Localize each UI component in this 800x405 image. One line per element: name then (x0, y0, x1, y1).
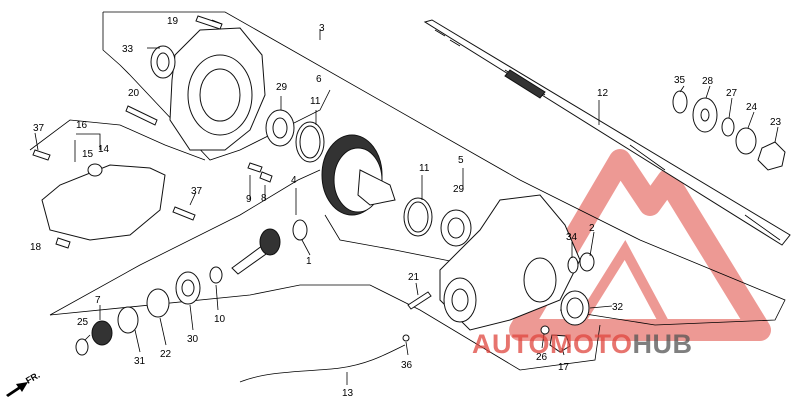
nut-17 (549, 334, 571, 353)
frame-lower-left (49, 169, 321, 316)
callout-10: 10 (214, 314, 226, 325)
front-direction-arrow-icon: FR. (6, 370, 42, 397)
callout-18: 18 (30, 242, 42, 253)
callout-12: 12 (597, 88, 609, 99)
bolt-19 (195, 15, 223, 30)
drive-shaft (423, 19, 791, 246)
direction-label: FR. (24, 370, 42, 386)
bolt-20 (125, 105, 158, 126)
watermark-part3: HUB (633, 329, 693, 359)
bolt-18 (55, 237, 71, 249)
callout-14: 14 (98, 144, 110, 155)
frame-assembly-3 (103, 11, 786, 326)
callout-6: 6 (316, 74, 322, 85)
callout-32: 32 (612, 302, 624, 313)
callout-25: 25 (77, 317, 89, 328)
callout-5: 5 (458, 155, 464, 166)
callout-23: 23 (770, 117, 782, 128)
svg-text:AUTOMOTOHUB: AUTOMOTOHUB (472, 329, 693, 359)
washer-9 (247, 162, 263, 173)
bolt-37-right (172, 206, 196, 221)
callout-13: 13 (342, 388, 354, 399)
stud-21 (407, 291, 432, 310)
callout-19: 19 (167, 16, 179, 27)
callout-30: 30 (187, 334, 199, 345)
callout-7: 7 (95, 295, 101, 306)
clip-36 (402, 334, 410, 342)
callout-24: 24 (746, 102, 758, 113)
bearing-lower (403, 197, 472, 247)
washer-26 (540, 325, 550, 335)
skid-guard (41, 163, 166, 241)
pinion-assembly (75, 219, 308, 356)
washers-and-nut (672, 90, 786, 171)
bearing-upper (265, 109, 325, 163)
watermark-part1: AUTO (472, 329, 550, 359)
callout-11-upper: 11 (310, 96, 321, 107)
callout-22: 22 (160, 349, 172, 360)
callout-33: 33 (122, 44, 134, 55)
callout-3: 3 (319, 23, 325, 34)
callout-2: 2 (589, 223, 595, 234)
callout-36: 36 (401, 360, 413, 371)
callout-1: 1 (306, 256, 312, 267)
frame-lower (49, 284, 601, 371)
callout-26: 26 (536, 352, 548, 363)
callout-numbers: 19 33 3 6 20 29 11 37 16 15 14 37 9 8 4 … (30, 16, 782, 399)
plug-8 (259, 171, 273, 183)
callout-35: 35 (674, 75, 686, 86)
bolt-37-left (32, 149, 51, 161)
callout-28: 28 (702, 76, 714, 87)
callout-20: 20 (128, 88, 140, 99)
callout-9: 9 (246, 194, 252, 205)
seals-right (560, 252, 595, 326)
watermark-part2: MOTO (550, 329, 633, 359)
callout-37-right: 37 (191, 186, 203, 197)
callout-16: 16 (76, 120, 88, 131)
final-gear-case-cover (150, 27, 266, 151)
group-frames (29, 11, 786, 371)
callout-17: 17 (558, 362, 570, 373)
callout-8: 8 (261, 193, 267, 204)
ring-gear (321, 134, 396, 216)
watermark-logo-icon (509, 149, 771, 341)
callout-34: 34 (566, 232, 578, 243)
callout-11-lower: 11 (419, 163, 430, 174)
callout-29-lower: 29 (453, 184, 465, 195)
leader-lines (34, 19, 779, 385)
callout-37-left: 37 (33, 123, 45, 134)
callout-15: 15 (82, 149, 94, 160)
callout-27: 27 (726, 88, 738, 99)
callout-31: 31 (134, 356, 146, 367)
watermark-text: AUTOMOTOHUB (472, 329, 693, 359)
callout-29-upper: 29 (276, 82, 288, 93)
callout-4: 4 (291, 175, 297, 186)
callout-21: 21 (408, 272, 420, 283)
frame-guard (29, 119, 206, 161)
breather-tube (239, 344, 406, 383)
